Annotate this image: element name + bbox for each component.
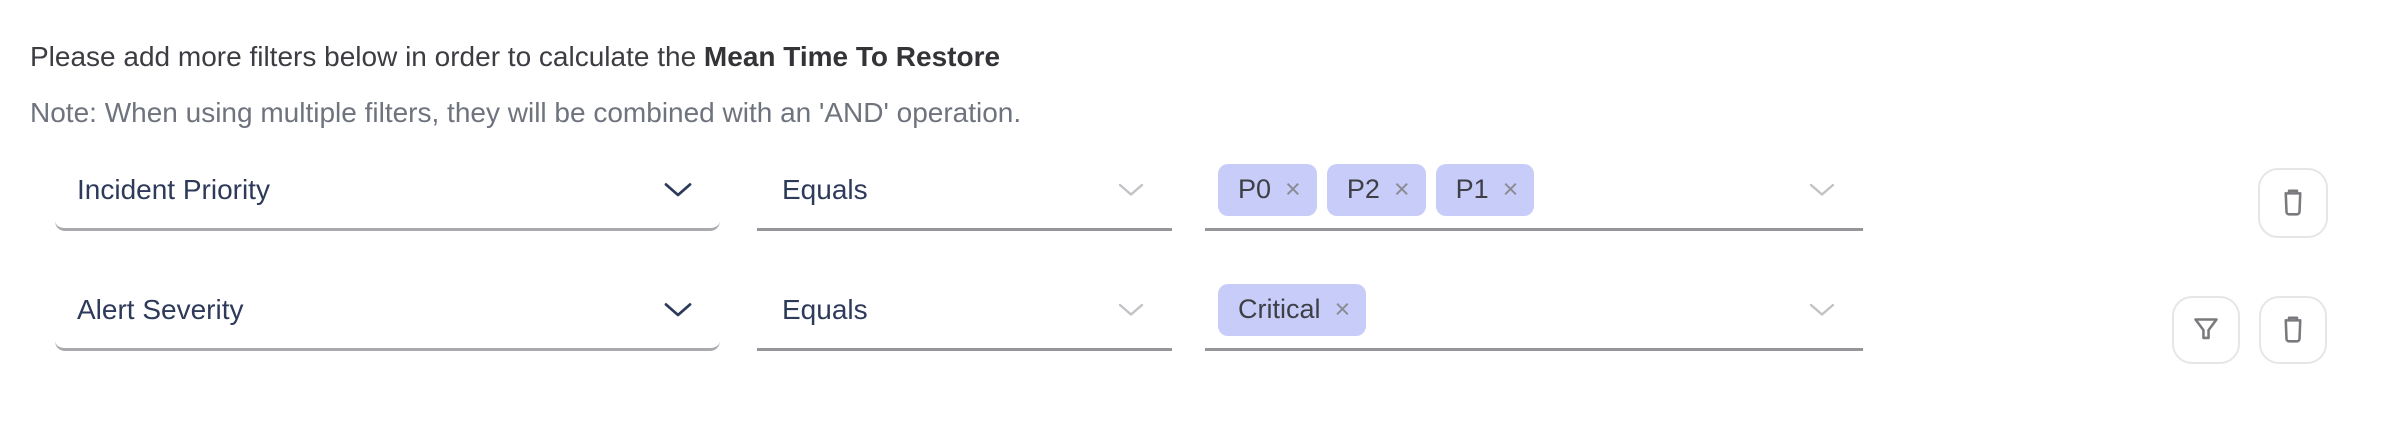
delete-filter-row-button[interactable]: [2258, 168, 2328, 238]
and-operation-note: Note: When using multiple filters, they …: [30, 97, 1022, 128]
field-select-row1[interactable]: Incident Priority: [55, 151, 720, 231]
chevron-down-icon: [1118, 183, 1144, 196]
field-select-row2[interactable]: Alert Severity: [55, 271, 720, 351]
remove-tag-icon[interactable]: ×: [1285, 174, 1301, 204]
intro-text: Please add more filters below in order t…: [30, 40, 1000, 74]
field-select-value: Alert Severity: [77, 293, 244, 325]
remove-tag-icon[interactable]: ×: [1502, 174, 1519, 204]
operator-select-value: Equals: [782, 173, 868, 205]
chevron-down-icon: [664, 302, 692, 316]
tag-label: P1: [1455, 174, 1489, 204]
apply-filter-button[interactable]: [2172, 296, 2240, 364]
operator-select-row2[interactable]: Equals: [757, 271, 1172, 351]
operator-select-row1[interactable]: Equals: [757, 151, 1172, 231]
values-multiselect-row2[interactable]: Critical ×: [1205, 271, 1863, 351]
operator-select-value: Equals: [782, 293, 868, 325]
trash-icon: [2284, 189, 2302, 216]
remove-tag-icon[interactable]: ×: [1334, 294, 1351, 324]
tag-label: Critical: [1238, 294, 1321, 324]
remove-tag-icon[interactable]: ×: [1393, 174, 1410, 204]
chevron-down-icon: [664, 182, 692, 196]
funnel-icon: [2194, 318, 2218, 340]
intro-prefix: Please add more filters below in order t…: [30, 41, 704, 72]
tag-critical: Critical ×: [1218, 283, 1367, 336]
field-select-value: Incident Priority: [77, 173, 270, 205]
selected-tags: P0 × P2 × P1 ×: [1218, 163, 1535, 216]
tag-p1: P1 ×: [1435, 163, 1535, 216]
values-multiselect-row1[interactable]: P0 × P2 × P1 ×: [1205, 151, 1863, 231]
tag-p0: P0 ×: [1218, 163, 1317, 216]
selected-tags: Critical ×: [1218, 283, 1367, 336]
delete-filter-row-button[interactable]: [2259, 296, 2327, 364]
tag-label: P0: [1238, 174, 1272, 204]
chevron-down-icon: [1809, 303, 1835, 316]
tag-p2: P2 ×: [1326, 163, 1426, 216]
chevron-down-icon: [1809, 183, 1835, 196]
tag-label: P2: [1346, 174, 1380, 204]
chevron-down-icon: [1118, 303, 1144, 316]
metric-name: Mean Time To Restore: [703, 41, 1001, 72]
trash-icon: [2284, 316, 2302, 343]
